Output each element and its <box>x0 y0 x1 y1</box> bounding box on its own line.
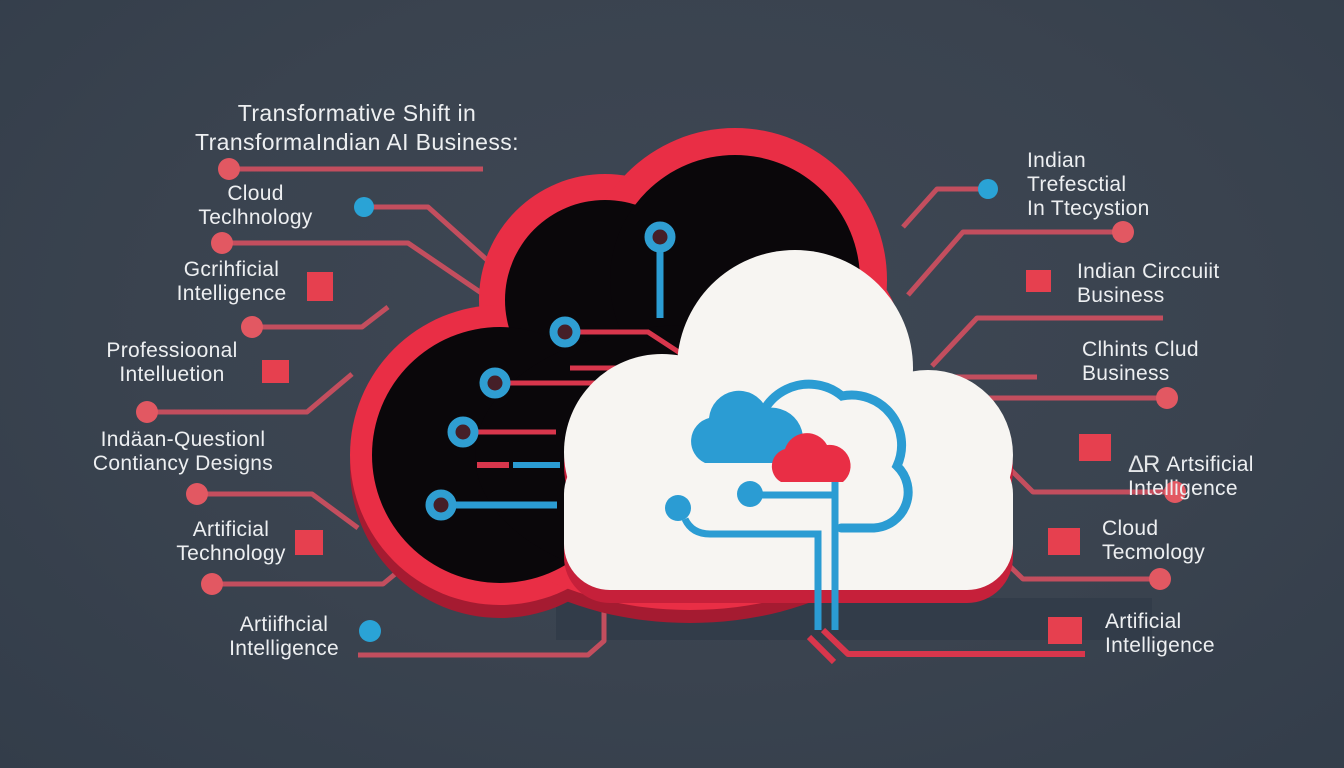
label-artificial-intelligence-left-1: Gcrihficial Intelligence <box>176 258 287 305</box>
label-artificial-intelligence-left-2: Artiifhcial Intelligence <box>229 613 339 660</box>
red-square-marker <box>1048 528 1080 555</box>
red-dot-marker <box>1112 221 1134 243</box>
red-cloud-icon <box>771 433 851 482</box>
circuit-node-ring <box>479 367 511 399</box>
red-dot-marker <box>241 316 263 338</box>
white-cloud-body <box>564 250 1013 590</box>
leader-line <box>197 491 360 531</box>
red-dot-marker <box>136 401 158 423</box>
red-square-marker <box>262 360 289 383</box>
infographic-title: Transformative Shift in TransformaIndian… <box>195 100 519 156</box>
label-indian-trefectial: Indian Trefesctial In Ttecystion <box>1027 149 1150 220</box>
circuit-chevron <box>820 627 1085 657</box>
circuit-trace <box>681 517 822 630</box>
blue-dot-marker <box>359 620 381 642</box>
label-clients-cloud-business: Clhints Clud Business <box>1082 338 1199 385</box>
red-dot-marker <box>201 573 223 595</box>
label-indian-circuit-business: Indian Circcuiit Business <box>1077 260 1220 307</box>
red-dot-marker <box>1149 568 1171 590</box>
red-dot-marker <box>1164 481 1186 503</box>
leader-line <box>364 204 498 270</box>
leader-line <box>252 305 390 330</box>
circuit-dot <box>737 481 763 507</box>
red-square-marker <box>1048 617 1082 644</box>
red-dot-marker <box>186 483 208 505</box>
red-square-marker <box>307 272 333 301</box>
red-square-marker <box>295 530 323 555</box>
leader-line <box>358 608 607 658</box>
label-text: Artsificial Intelligence <box>1128 452 1254 501</box>
leader-line <box>901 186 986 229</box>
label-artificial-technology: Artificial Technology <box>176 518 286 565</box>
red-dot-marker <box>211 232 233 254</box>
blue-dot-marker <box>354 197 374 217</box>
circuit-node-ring <box>549 316 581 348</box>
label-indian-questional-designs: Indäan-Questionl Contiancy Designs <box>92 428 274 475</box>
leader-line <box>147 372 354 415</box>
label-cloud-technology-left: Cloud Teclhnology <box>198 182 313 229</box>
blue-dot-marker <box>978 179 998 199</box>
cloud-outline-icon <box>752 379 913 533</box>
marker-squares <box>262 270 1111 644</box>
marker-dots <box>136 158 1186 642</box>
circuit-node-ring <box>644 221 676 253</box>
cloud-computing-icon <box>665 379 1085 665</box>
circuit-chevron <box>806 634 837 665</box>
ai-glyph-icon: ΔR <box>1128 450 1160 478</box>
label-cloud-technology-right: Cloud Tecmology <box>1102 517 1206 564</box>
circuit-node-ring <box>425 489 457 521</box>
red-square-marker <box>1079 434 1111 461</box>
leader-line <box>906 229 1123 297</box>
label-professional-intellection: Professioonal Intelluetion <box>106 339 238 386</box>
red-square-marker <box>1026 270 1051 292</box>
leader-line <box>930 315 1163 368</box>
blue-cloud-icon <box>691 390 804 463</box>
leader-line <box>222 240 504 310</box>
red-dot-marker <box>1156 387 1178 409</box>
right-leader-lines <box>901 186 1175 582</box>
red-dot-marker <box>218 158 240 180</box>
circuit-dot <box>665 495 691 521</box>
label-artificial-intelligence-right: Artificial Intelligence <box>1105 610 1215 657</box>
circuit-node-ring <box>447 416 479 448</box>
